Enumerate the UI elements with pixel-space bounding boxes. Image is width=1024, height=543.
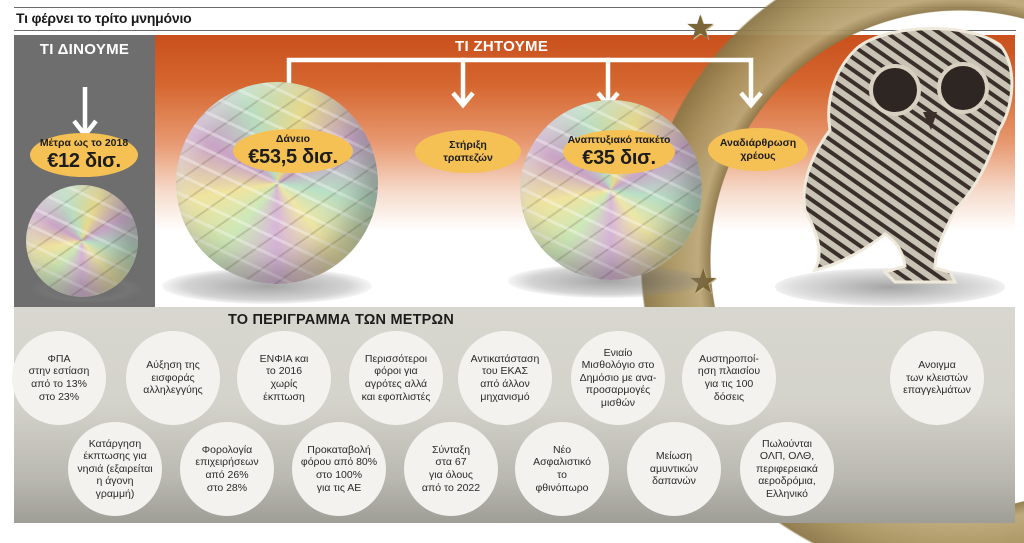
measure-bubble: Ενιαίο Μισθολόγιο στο Δημόσιο με ανα- πρ… [571, 331, 665, 425]
give-item-label: Μέτρα ως το 2018 [39, 137, 129, 150]
bank-support-label: Στήριξη τραπεζών [443, 139, 493, 164]
measure-bubble: Νέο Ασφαλιστικό το φθινόπωρο [515, 422, 609, 516]
measure-bubble: Αντικατάσταση του ΕΚΑΣ από άλλον μηχανισ… [458, 331, 552, 425]
measures-title: ΤΟ ΠΕΡΙΓΡΑΜΜΑ ΤΩΝ ΜΕΤΡΩΝ [227, 312, 455, 328]
give-label-ellipse: Μέτρα ως το 2018 €12 δισ. [30, 133, 138, 177]
measure-bubble: Αύξηση της εισφοράς αλληλεγγύης [126, 331, 220, 425]
money-ball-small-image [26, 185, 138, 297]
money-ball-loan-image [176, 82, 378, 284]
measure-bubble: ΕΝΦΙΑ και το 2016 χωρίς έκπτωση [237, 331, 331, 425]
measure-bubble: Κατάργηση έκπτωσης για νησιά (εξαιρείται… [68, 422, 162, 516]
coin-star-icon: ★ [685, 9, 716, 47]
money-ball-package-image [520, 100, 702, 280]
give-item-amount: €12 δισ. [47, 149, 121, 172]
measure-bubble: Μείωση αμυντικών δαπανών [627, 422, 721, 516]
give-panel: ΤΙ ΔΙΝΟΥΜΕ Μέτρα ως το 2018 €12 δισ. [14, 35, 155, 307]
loan-amount: €53,5 δισ. [248, 145, 338, 168]
measure-bubble: Προκαταβολή φόρου από 80% στο 100% για τ… [292, 422, 386, 516]
ask-title: ΤΙ ΖΗΤΟΥΜΕ [455, 38, 549, 55]
package-label-ellipse: Αναπτυξιακό πακέτο €35 δισ. [563, 130, 675, 174]
debt-restructuring-ellipse: Αναδιάρθρωση χρέους [708, 128, 808, 171]
package-label: Αναπτυξιακό πακέτο [567, 134, 671, 147]
measure-bubble: Ανοιγμα των κλειστών επαγγελμάτων [890, 331, 984, 425]
give-title: ΤΙ ΔΙΝΟΥΜΕ [39, 41, 130, 58]
measure-bubble: Αυστηροποί- ηση πλαισίου για τις 100 δόσ… [682, 331, 776, 425]
measure-bubble: Σύνταξη στα 67 για όλους από το 2022 [404, 422, 498, 516]
bank-support-ellipse: Στήριξη τραπεζών [415, 130, 521, 173]
package-amount: €35 δισ. [582, 146, 656, 169]
measure-bubble: Πωλούνται ΟΛΠ, ΟΛΘ, περιφερειακά αεροδρό… [740, 422, 834, 516]
loan-label: Δάνειο [275, 133, 311, 146]
top-rule [14, 7, 1016, 8]
athena-owl-image [802, 27, 1014, 284]
debt-restructuring-label: Αναδιάρθρωση χρέους [719, 137, 797, 162]
loan-label-ellipse: Δάνειο €53,5 δισ. [233, 129, 353, 173]
page-title: Τι φέρνει το τρίτο μνημόνιο [16, 10, 192, 26]
measure-bubble: ΦΠΑ στην εστίαση από το 13% στο 23% [12, 331, 106, 425]
measure-bubble: Φορολογία επιχειρήσεων από 26% στο 28% [180, 422, 274, 516]
title-rule [14, 30, 1016, 31]
measure-bubble: Περισσότεροι φόροι για αγρότες αλλά και … [349, 331, 443, 425]
